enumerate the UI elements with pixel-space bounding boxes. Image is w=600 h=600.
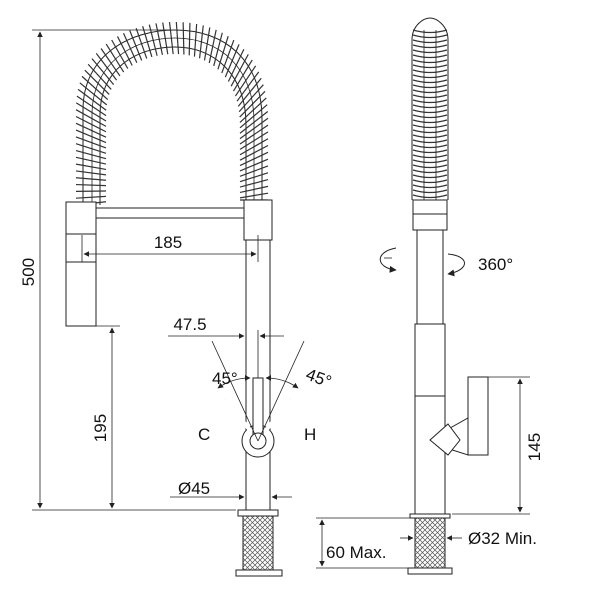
dim-hole-diameter: Ø32 Min. [468,529,537,548]
inner-hose [91,37,255,205]
base-flange [237,509,279,517]
side-head [412,199,448,231]
threaded-shank [242,515,274,573]
upper-body [243,199,273,241]
mounting-nut [235,569,283,577]
dim-body-diameter: Ø45 [178,479,210,498]
dim-angle-left: 45° [212,369,238,388]
side-view [407,17,489,575]
spray-head [65,201,97,327]
dim-rotation: 360° [478,255,513,274]
dim-spout-height: 195 [91,414,110,442]
dim-spout-reach: 185 [154,233,182,252]
lever-handles [224,377,292,450]
holder-arm [95,207,245,219]
front-dimensions: 500 185 195 47.5 45° 45° C H Ø45 [19,29,334,511]
dim-handle-offset: 47.5 [173,315,206,334]
dim-handle-height: 145 [525,433,544,461]
cold-label: C [198,425,210,444]
dim-deck-thickness: 60 Max. [326,543,386,562]
side-spring-coil [412,29,448,199]
dim-angle-right: 45° [303,365,334,392]
rotation-arrow-left [379,247,397,273]
side-base-flange [409,513,451,519]
dim-total-height: 500 [19,258,38,286]
side-handle [429,376,489,456]
side-upper-body [416,229,444,325]
side-lower-body [414,323,446,515]
hot-label: H [304,425,316,444]
side-dimensions: 360° 145 Ø32 Min. 60 Max. [316,247,544,569]
spring-coil [75,21,269,206]
front-view [65,21,292,577]
side-mounting-nut [407,567,453,575]
side-threaded-shank [414,517,446,571]
rotation-arrow-right [447,253,465,277]
